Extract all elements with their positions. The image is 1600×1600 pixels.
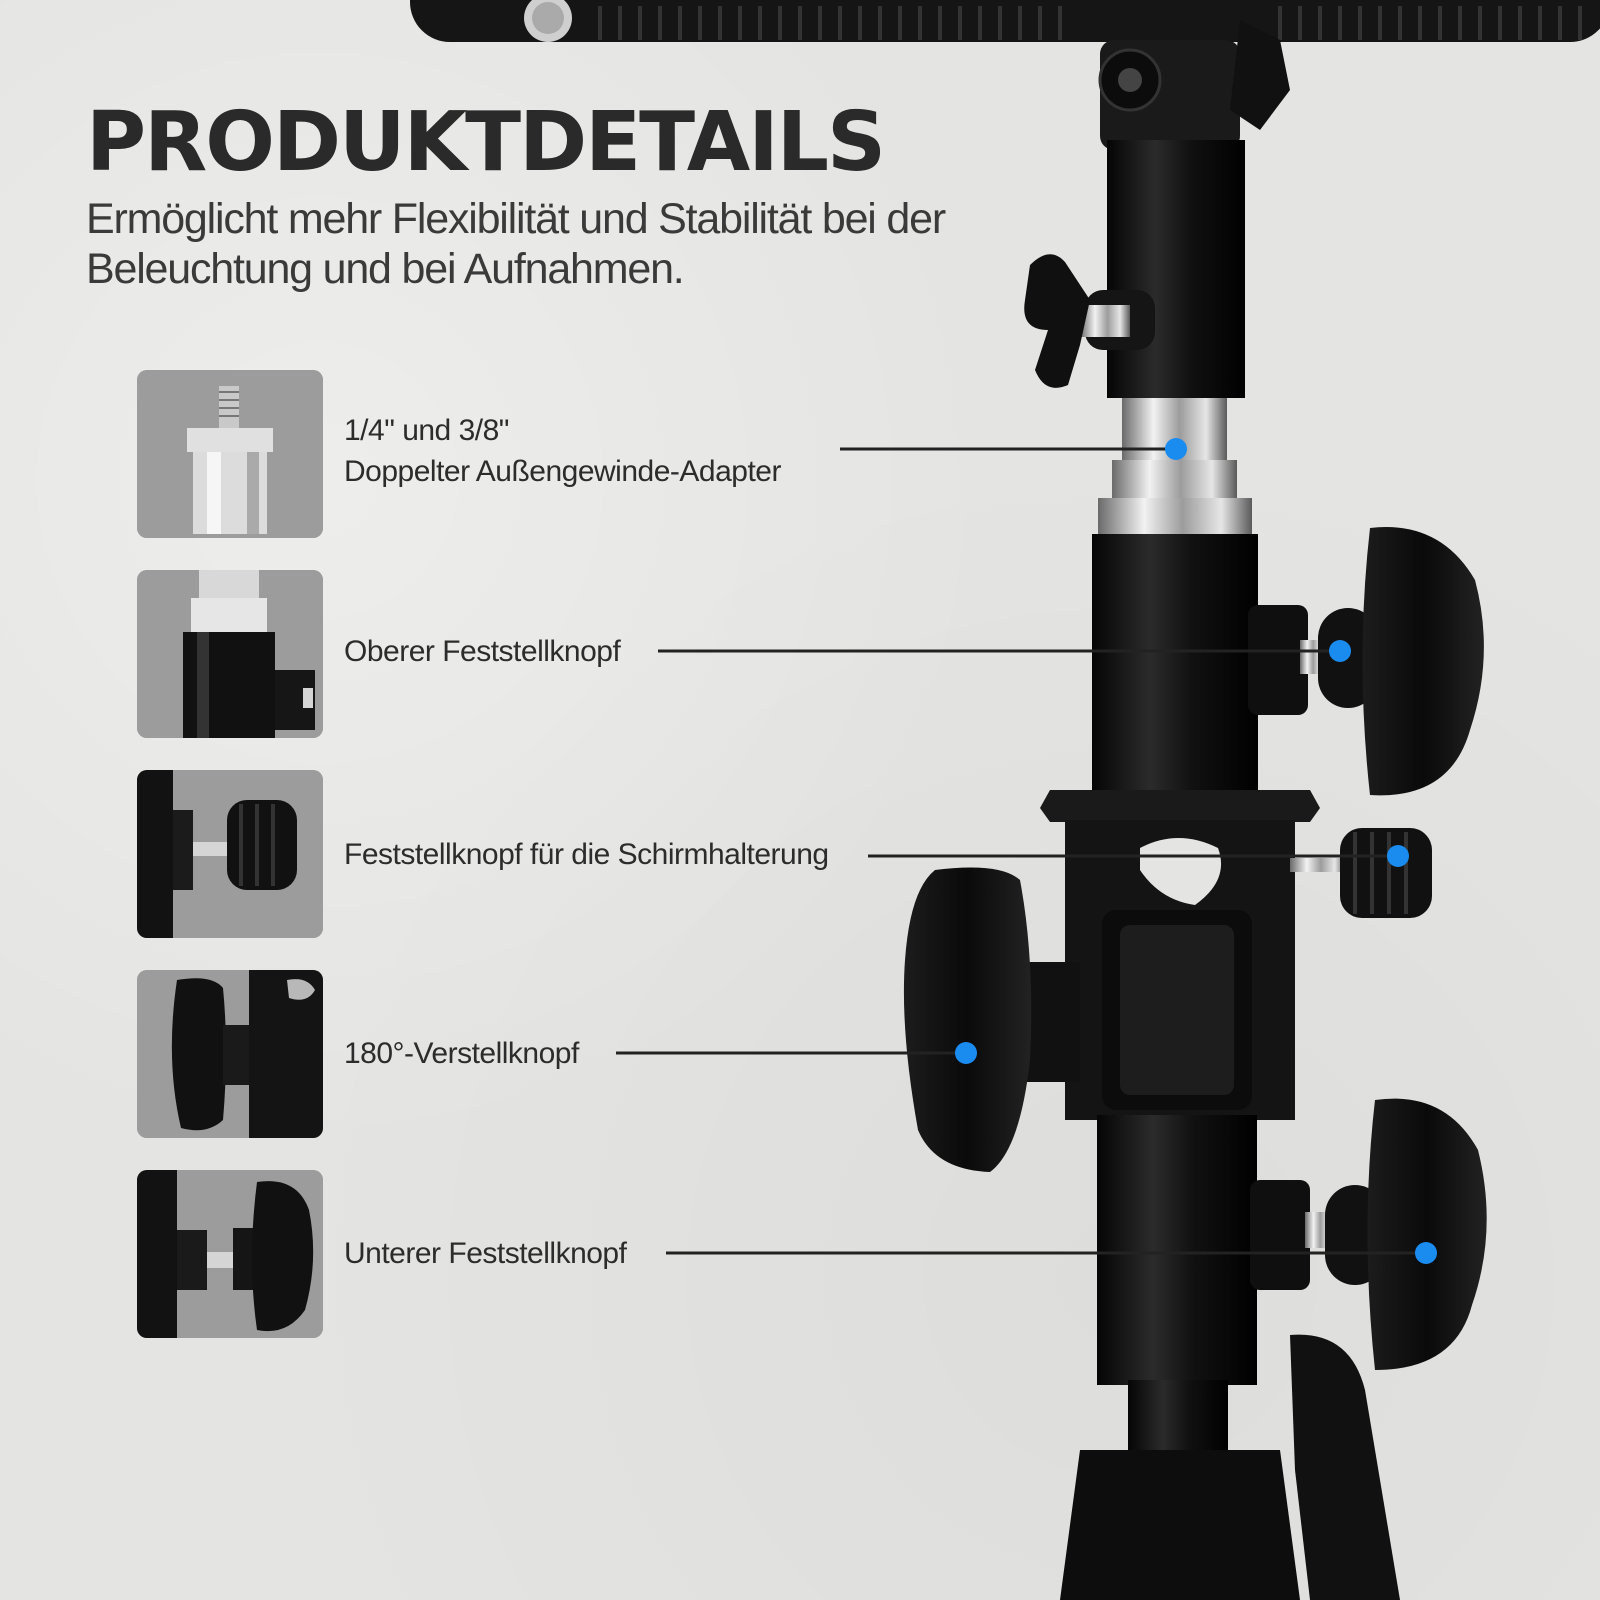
bracket [1098,20,1290,150]
feature-adapter-line1: 1/4" und 3/8" [344,414,509,447]
umbrella-clamp [1040,790,1432,1120]
light-bar [410,0,1600,42]
feature-lower-knob-text: Unterer Feststellknopf [344,1237,627,1270]
page-subtitle: Ermöglicht mehr Flexibilität und Stabili… [86,195,946,293]
feature-umbrella-knob-text: Feststellknopf für die Schirmhalterung [344,838,829,871]
upper-lock-knob [1248,527,1484,796]
page-title: PRODUKTDETAILS [86,95,886,190]
thumb-umbrella-knob [137,770,323,938]
feature-upper-knob-text: Oberer Feststellknopf [344,635,621,668]
feature-lower-knob-label: Unterer Feststellknopf [344,1233,627,1274]
feature-180-knob-label: 180°-Verstellknopf [344,1033,579,1074]
thumb-180-knob [137,970,323,1138]
feature-adapter-label: 1/4" und 3/8" Doppelter Außengewinde-Ada… [344,410,781,492]
callout-dots [955,438,1437,1264]
feature-umbrella-knob-label: Feststellknopf für die Schirmhalterung [344,834,829,875]
adapter-chrome [1098,398,1252,534]
thumb-upper-knob [137,570,323,738]
callout-lines [616,447,1426,1255]
thumb-lower-knob [137,1170,323,1338]
lower-lock-knob [1250,1098,1487,1370]
feature-upper-knob-label: Oberer Feststellknopf [344,631,621,672]
feature-adapter-line2: Doppelter Außengewinde-Adapter [344,455,781,488]
feature-180-knob-text: 180°-Verstellknopf [344,1037,579,1070]
upper-side-knob [1024,254,1155,388]
thumb-adapter [137,370,323,538]
tripod-base [1060,1334,1400,1600]
rotation-knob-180 [903,867,1080,1172]
